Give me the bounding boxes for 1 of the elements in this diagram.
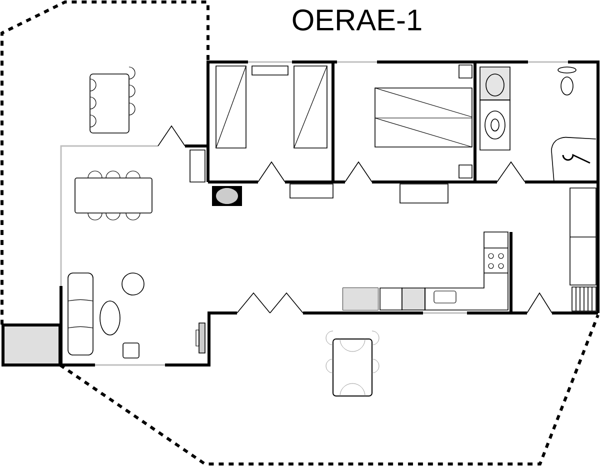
title: OERAE-1 (292, 9, 422, 31)
